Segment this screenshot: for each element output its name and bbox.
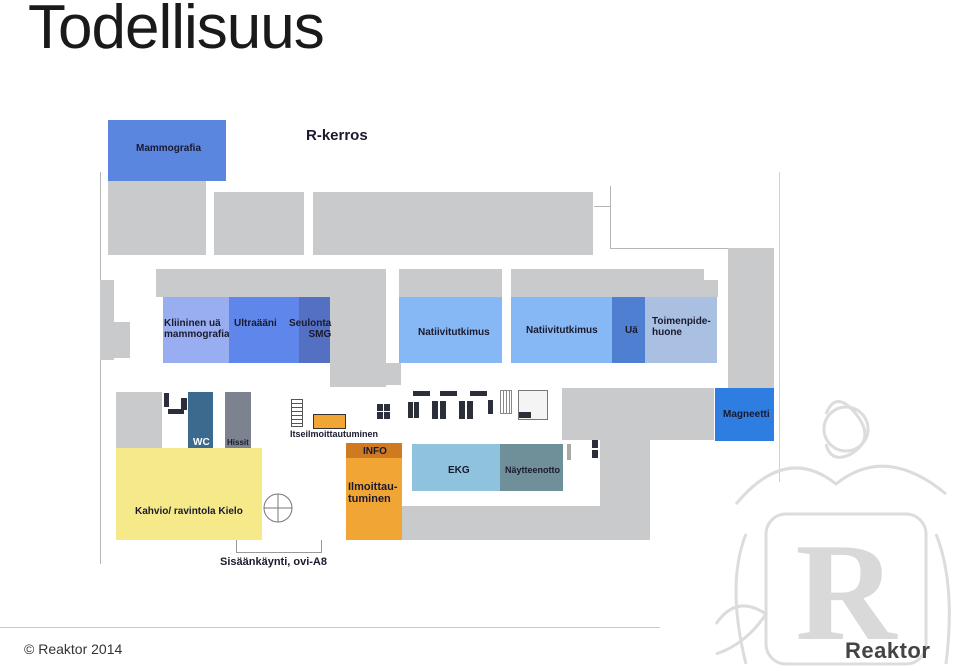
room-nayttenotto[interactable]	[500, 444, 563, 491]
block-left-lower	[116, 392, 162, 448]
room-natiivi-1[interactable]	[399, 297, 502, 363]
slide-title: Todellisuus	[28, 0, 325, 62]
label-kliininen: Kliininen uä mammografia	[164, 318, 230, 340]
wall-line	[594, 186, 611, 207]
kiosk-itseilmoittautuminen[interactable]	[313, 414, 346, 429]
footer-divider	[0, 627, 660, 628]
reaktor-crest-icon: R	[714, 400, 951, 670]
label-hissit: Hissit	[227, 438, 249, 447]
block-left-nub2	[114, 322, 130, 358]
block-mid-row-1b	[330, 297, 386, 387]
waiting-chair	[414, 402, 419, 418]
waiting-chair	[413, 391, 430, 396]
room-ekg[interactable]	[412, 444, 500, 491]
waiting-chair	[567, 444, 571, 460]
waiting-chair	[377, 404, 383, 411]
label-magneetti: Magneetti	[723, 409, 770, 420]
revolving-door-icon	[263, 493, 293, 523]
waiting-chair	[181, 398, 187, 410]
waiting-chair	[459, 401, 465, 419]
entrance-threshold	[236, 540, 322, 553]
svg-text:R: R	[795, 515, 898, 670]
block-right-wing-2	[600, 440, 650, 540]
floor-title: R-kerros	[306, 127, 368, 144]
room-ilmoittautuminen[interactable]	[346, 458, 402, 540]
label-ua: Uä	[625, 325, 638, 336]
label-natiivi-2: Natiivitutkimus	[526, 325, 598, 336]
label-info: INFO	[363, 446, 387, 457]
room-kahvio-ext	[188, 468, 262, 490]
room-seulonta[interactable]	[299, 297, 330, 363]
label-mammografia: Mammografia	[136, 143, 202, 154]
waiting-chair	[384, 412, 390, 419]
label-wc: WC	[193, 437, 210, 448]
waiting-chair	[519, 412, 531, 418]
label-sisaankaynti: Sisäänkäynti, ovi-A8	[220, 556, 327, 568]
footer-brand-logo: Reaktor	[845, 638, 931, 663]
wall-right	[779, 172, 780, 482]
waiting-chair	[467, 401, 473, 419]
waiting-chair	[440, 401, 446, 419]
block-right-wing	[562, 388, 714, 440]
label-kahvio: Kahvio/ ravintola Kielo	[135, 506, 243, 517]
waiting-chair	[440, 391, 457, 396]
label-seulonta: Seulonta SMG	[289, 318, 332, 340]
wall-left	[100, 172, 101, 564]
room-toimenpide[interactable]	[645, 297, 717, 363]
block-mid-row-1	[156, 269, 386, 297]
label-ekg: EKG	[448, 465, 470, 476]
label-ilmoittautuminen: Ilmoittau- tuminen	[348, 481, 398, 505]
waiting-chair	[408, 402, 413, 418]
label-toimenpide: Toimenpide- huone	[652, 316, 711, 338]
room-natiivi-2[interactable]	[511, 297, 612, 363]
wall-line	[610, 248, 728, 249]
footer-copyright: © Reaktor 2014	[24, 641, 123, 657]
room-kliininen[interactable]	[163, 297, 229, 363]
waiting-chair	[592, 440, 598, 448]
label-itseilmoittautuminen: Itseilmoittautuminen	[290, 429, 379, 439]
room-info[interactable]	[346, 443, 402, 458]
waiting-chair	[592, 450, 598, 458]
block-mid-row-3b	[704, 280, 718, 297]
block-top-left	[108, 181, 206, 255]
block-top-right	[313, 192, 593, 255]
waiting-chair	[384, 404, 390, 411]
block-mid-row-2	[399, 269, 502, 297]
block-right-strip	[728, 248, 774, 388]
block-top-mid	[214, 192, 304, 255]
label-ultraaani: Ultraääni	[234, 318, 277, 329]
waiting-chair	[488, 400, 493, 414]
waiting-chair	[377, 412, 383, 419]
waiting-chair	[168, 409, 184, 414]
room-kahvio[interactable]	[116, 448, 262, 540]
room-magneetti[interactable]	[715, 388, 774, 441]
block-below-natiivi	[385, 363, 401, 385]
room-ua[interactable]	[612, 297, 645, 363]
label-natiivi-1: Natiivitutkimus	[418, 327, 490, 338]
room-mammografia[interactable]	[108, 120, 226, 181]
waiting-chair	[164, 393, 169, 407]
block-mid-row-3	[511, 269, 704, 297]
bookshelf-icon	[291, 399, 303, 427]
block-bottom-corridor	[402, 506, 600, 540]
label-nayttenotto: Näytteenotto	[505, 465, 561, 475]
room-ultraaani[interactable]	[229, 297, 299, 363]
waiting-chair	[432, 401, 438, 419]
block-left-nub	[100, 280, 114, 360]
wall-line	[610, 186, 611, 248]
waiting-chair	[470, 391, 487, 396]
rack-icon	[500, 390, 512, 414]
